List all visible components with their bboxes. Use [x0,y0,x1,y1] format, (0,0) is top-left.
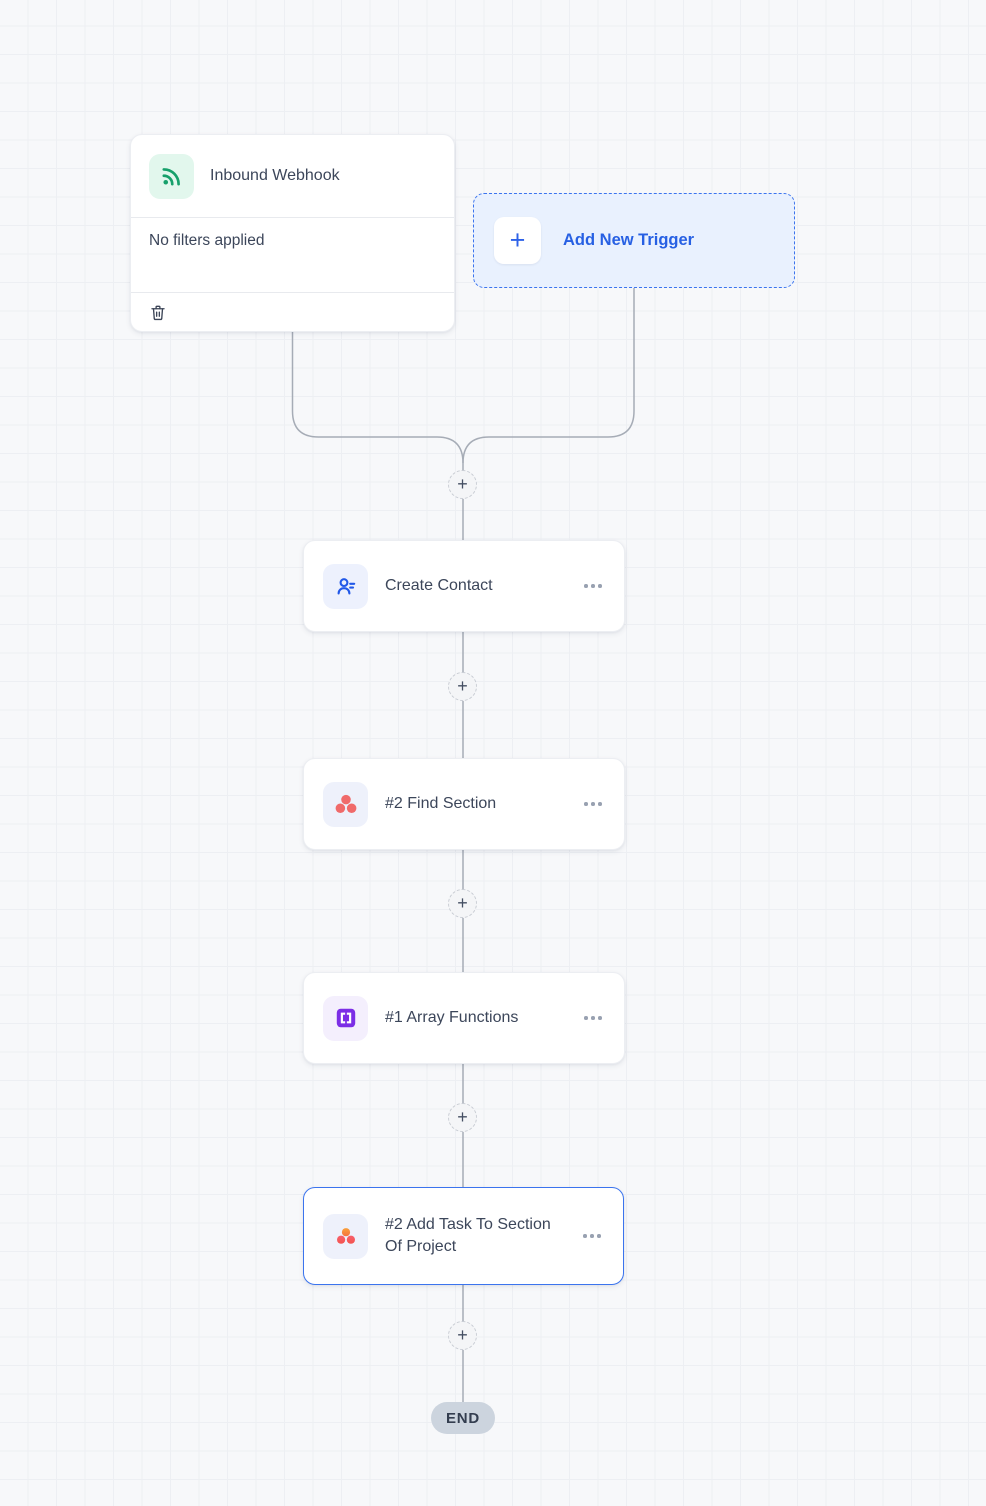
more-options-icon[interactable] [584,580,602,592]
insert-step-button[interactable]: + [448,1321,477,1350]
contact-person-icon [323,563,368,609]
add-new-trigger-label: Add New Trigger [563,231,695,249]
trigger-card-header: Inbound Webhook [131,135,454,218]
end-marker: END [431,1402,495,1434]
insert-step-button[interactable]: + [448,1103,477,1132]
array-brackets-icon [323,995,368,1041]
asana-dots-icon [323,781,368,827]
insert-step-button[interactable]: + [448,889,477,918]
action-title: #1 Array Functions [385,1009,519,1026]
action-card-create-contact[interactable]: Create Contact [303,540,625,632]
action-title: Create Contact [385,577,493,594]
asana-dots-gradient-icon [323,1213,368,1259]
action-card-array-functions[interactable]: #1 Array Functions [303,972,625,1064]
action-title: #2 Add Task To Section Of Project [385,1216,551,1255]
more-options-icon[interactable] [583,1230,601,1242]
more-options-icon[interactable] [584,1012,602,1024]
more-options-icon[interactable] [584,798,602,810]
action-card-add-task-to-section[interactable]: #2 Add Task To Section Of Project [303,1187,624,1285]
action-title: #2 Find Section [385,795,497,812]
trigger-card-footer [131,293,454,331]
insert-step-button[interactable]: + [448,672,477,701]
plus-icon: + [494,217,541,264]
trigger-title: Inbound Webhook [210,167,340,184]
action-card-find-section[interactable]: #2 Find Section [303,758,625,850]
insert-step-button[interactable]: + [448,470,477,499]
rss-webhook-icon [149,153,194,199]
add-new-trigger-button[interactable]: + Add New Trigger [473,193,795,288]
trash-icon[interactable] [149,303,167,322]
trigger-card-inbound-webhook[interactable]: Inbound Webhook No filters applied [130,134,455,332]
trigger-filters-text: No filters applied [131,218,454,293]
